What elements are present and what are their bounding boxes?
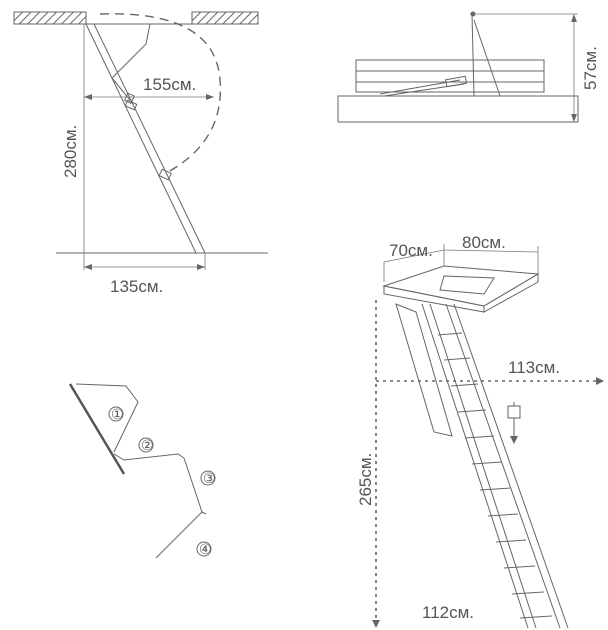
side-view: 155см. 280см. 135см. (13, 11, 268, 296)
ladder-rail (85, 23, 197, 254)
ladder-left-rail (421, 303, 529, 629)
fold-marker-3: ③ (203, 470, 216, 486)
hatch-lid (395, 303, 453, 437)
frame-top (382, 265, 540, 307)
fold-section-1 (68, 383, 126, 475)
fold-marker-4: ④ (199, 541, 212, 557)
fold-section-2 (113, 453, 185, 461)
perspective-height-label: 265см. (356, 453, 375, 506)
ceiling-left (13, 11, 87, 25)
side-height-label: 280см. (61, 125, 80, 178)
ladder-right-rail (445, 303, 561, 629)
fold-marker-1: ① (111, 406, 124, 422)
footprint-label: 112см. (422, 603, 474, 622)
frame-width-label: 70см. (389, 241, 433, 260)
hatch-box (355, 59, 545, 93)
folding-detail: ① ② ③ ④ (68, 383, 216, 559)
fold-section-4 (155, 511, 203, 559)
swing-width-label: 155см. (143, 75, 196, 94)
side-depth-label: 135см. (110, 277, 163, 296)
fold-section-3 (183, 457, 207, 515)
hatch-view: 57см. (337, 11, 600, 123)
frame-length-label: 80см. (462, 233, 506, 252)
hatch-height-label: 57см. (581, 46, 600, 90)
perspective-view: 70см. 80см. 113см. 265см. 112см. (356, 233, 604, 629)
hatch-base (337, 95, 579, 123)
fold-marker-2: ② (141, 437, 154, 453)
weight-icon (507, 405, 521, 419)
ceiling-right (191, 11, 259, 25)
reach-label: 113см. (508, 358, 560, 377)
